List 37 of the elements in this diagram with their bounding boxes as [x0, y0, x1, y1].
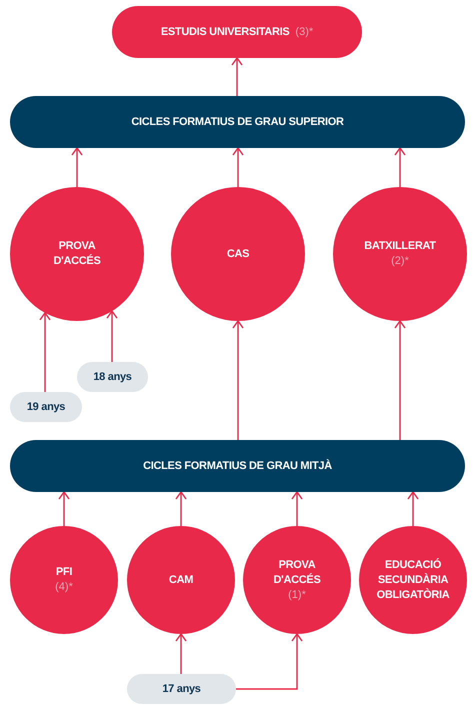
arrow [236, 633, 303, 690]
arrow [175, 633, 187, 674]
arrow [407, 491, 419, 526]
arrow [394, 147, 406, 187]
pill-box [10, 392, 82, 422]
node-label: PFI [56, 565, 72, 580]
node-label: CICLES FORMATIUS DE GRAU MITJÀ [143, 458, 332, 474]
arrow [58, 491, 70, 526]
node-label: 17 anys [162, 682, 201, 696]
arrow [232, 147, 244, 187]
arrow [291, 491, 303, 526]
node-label: CICLES FORMATIUS DE GRAU SUPERIOR [131, 114, 344, 130]
arrow [39, 312, 51, 392]
arrow [106, 310, 118, 362]
footnote-mark: (3)* [295, 24, 314, 40]
node-label: PROVA D'ACCÉS [52, 239, 102, 269]
node-label: ESTUDIS UNIVERSITARIS [160, 24, 290, 40]
band [10, 440, 465, 492]
pill-box [112, 6, 362, 58]
arrow [71, 147, 83, 187]
pill-box [127, 674, 236, 704]
band [10, 96, 465, 148]
footnote-mark: (1)* [288, 588, 306, 602]
node-label: 18 anys [93, 370, 132, 384]
node-label: 19 anys [26, 400, 66, 414]
footnote-mark: (4)* [55, 580, 73, 595]
arrow [394, 320, 406, 440]
node-label: CAM [168, 572, 194, 588]
pill-box [77, 362, 148, 392]
arrow [175, 491, 187, 526]
node-label: BATXILLERAT [364, 239, 436, 254]
footnote-mark: (2)* [391, 254, 409, 269]
node-label: PROVA D'ACCÉS [272, 558, 322, 588]
node-label: EDUCACIÓ SECUNDÀRIA OBLIGATÒRIA [376, 558, 450, 602]
arrow [231, 57, 243, 96]
node-label: CAS [226, 246, 250, 262]
arrow [232, 320, 244, 440]
